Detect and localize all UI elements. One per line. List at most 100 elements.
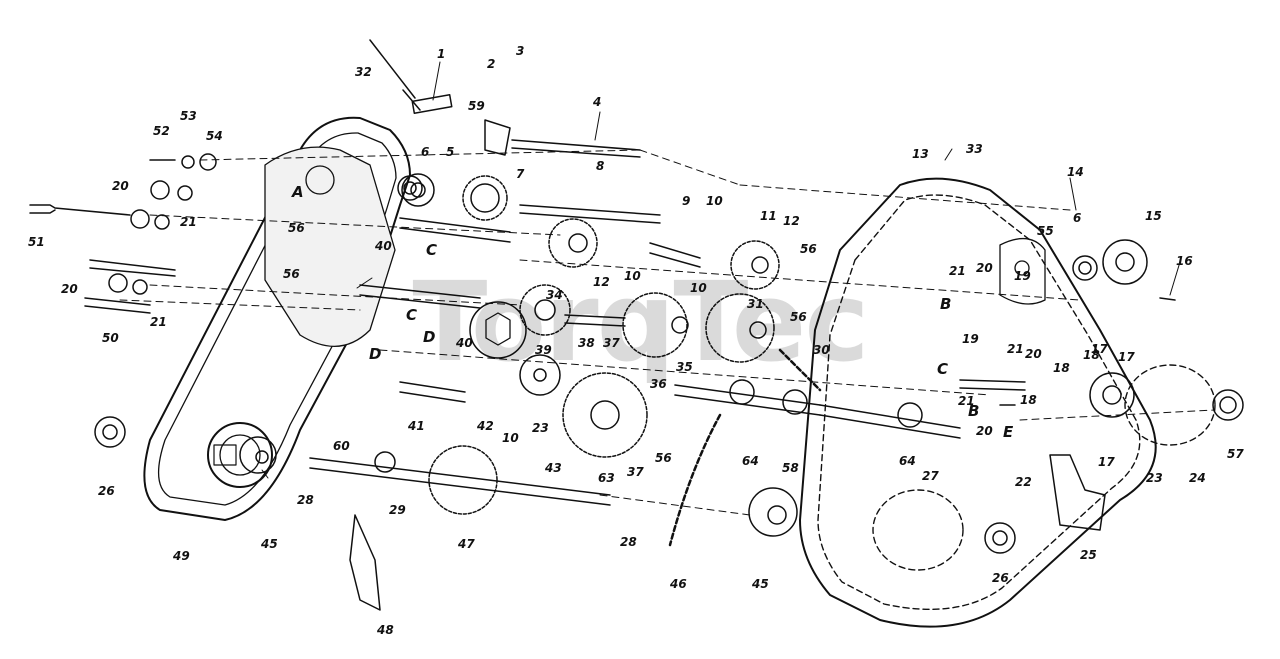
callout-29: 29 [389,503,406,517]
callout-8: 8 [596,159,605,173]
callout-20: 20 [1025,347,1042,361]
stamp-letter-c: C [937,360,949,378]
callout-20: 20 [112,179,129,193]
callout-24: 24 [1189,471,1206,485]
callout-16: 16 [1176,254,1193,268]
callout-28: 28 [620,535,637,549]
stamp-letter-e: E [1003,423,1014,441]
callout-47: 47 [458,537,475,551]
callout-45: 45 [752,577,769,591]
callout-53: 53 [180,109,197,123]
callout-26: 26 [992,571,1009,585]
callout-48: 48 [377,623,394,637]
callout-64: 64 [899,454,916,468]
stamp-letter-c: C [426,241,438,259]
callout-6: 6 [421,145,430,159]
callout-21: 21 [1007,342,1024,356]
callout-56: 56 [800,242,817,256]
left-chain-case [143,116,527,521]
callout-38: 38 [578,336,595,350]
callout-23: 23 [1146,471,1163,485]
stamp-letter-b: B [968,402,980,420]
callout-14: 14 [1067,165,1084,179]
callout-12: 12 [593,275,610,289]
callout-56: 56 [790,310,807,324]
callout-13: 13 [912,147,929,161]
callout-21: 21 [150,315,167,329]
callout-4: 4 [593,95,602,109]
callout-5: 5 [446,145,455,159]
shafts [309,217,961,506]
callout-17: 17 [1098,455,1115,469]
stamp-letter-b: B [940,295,952,313]
callout-37: 37 [603,336,620,350]
callout-7: 7 [516,167,525,181]
stamp-letter-c: C [406,306,418,324]
callout-18: 18 [1083,348,1100,362]
callout-56: 56 [288,221,305,235]
callout-50: 50 [102,331,119,345]
leader-lines [261,61,1181,479]
callout-46: 46 [670,577,687,591]
left-fasteners [29,39,641,314]
callout-40: 40 [456,336,473,350]
callout-27: 27 [922,469,939,483]
callout-2: 2 [487,57,496,71]
stamp-letter-a: A [292,183,304,201]
callout-10: 10 [502,431,519,445]
callout-23: 23 [532,421,549,435]
drive-chain [668,348,822,547]
callout-20: 20 [976,261,993,275]
callout-54: 54 [206,129,223,143]
callout-18: 18 [1020,393,1037,407]
callout-43: 43 [545,461,562,475]
callout-19: 19 [1014,269,1031,283]
callout-12: 12 [783,214,800,228]
gears [239,173,780,515]
callout-17: 17 [1091,342,1108,356]
callout-22: 22 [1015,475,1032,489]
callout-57: 57 [1227,447,1244,461]
callout-32: 32 [355,65,372,79]
callout-51: 51 [28,235,45,249]
callout-49: 49 [173,549,190,563]
callout-37: 37 [627,465,644,479]
callout-19: 19 [962,332,979,346]
right-hardware [94,239,1244,611]
callout-30: 30 [813,343,830,357]
callout-25: 25 [1080,548,1097,562]
callout-21: 21 [949,264,966,278]
callout-33: 33 [966,142,983,156]
callout-64: 64 [742,454,759,468]
callout-10: 10 [624,269,641,283]
callout-31: 31 [747,297,764,311]
callout-35: 35 [676,360,693,374]
callout-63: 63 [598,471,615,485]
callout-21: 21 [958,394,975,408]
callout-52: 52 [153,124,170,138]
callout-40: 40 [375,239,392,253]
callout-42: 42 [477,419,494,433]
stamp-letter-d: D [423,328,436,346]
callout-18: 18 [1053,361,1070,375]
callout-28: 28 [297,493,314,507]
callout-56: 56 [283,267,300,281]
callout-34: 34 [546,288,563,302]
callout-59: 59 [468,99,485,113]
callout-10: 10 [690,281,707,295]
callout-10: 10 [706,194,723,208]
callout-11: 11 [760,209,777,223]
stamp-letter-d: D [369,345,382,363]
callout-3: 3 [516,44,525,58]
callout-26: 26 [98,484,115,498]
callout-39: 39 [535,343,552,357]
callout-6: 6 [1073,211,1082,225]
callout-17: 17 [1118,350,1135,364]
callout-1: 1 [437,47,446,61]
callout-45: 45 [261,537,278,551]
callout-41: 41 [408,419,425,433]
callout-58: 58 [782,461,799,475]
callout-9: 9 [682,194,691,208]
